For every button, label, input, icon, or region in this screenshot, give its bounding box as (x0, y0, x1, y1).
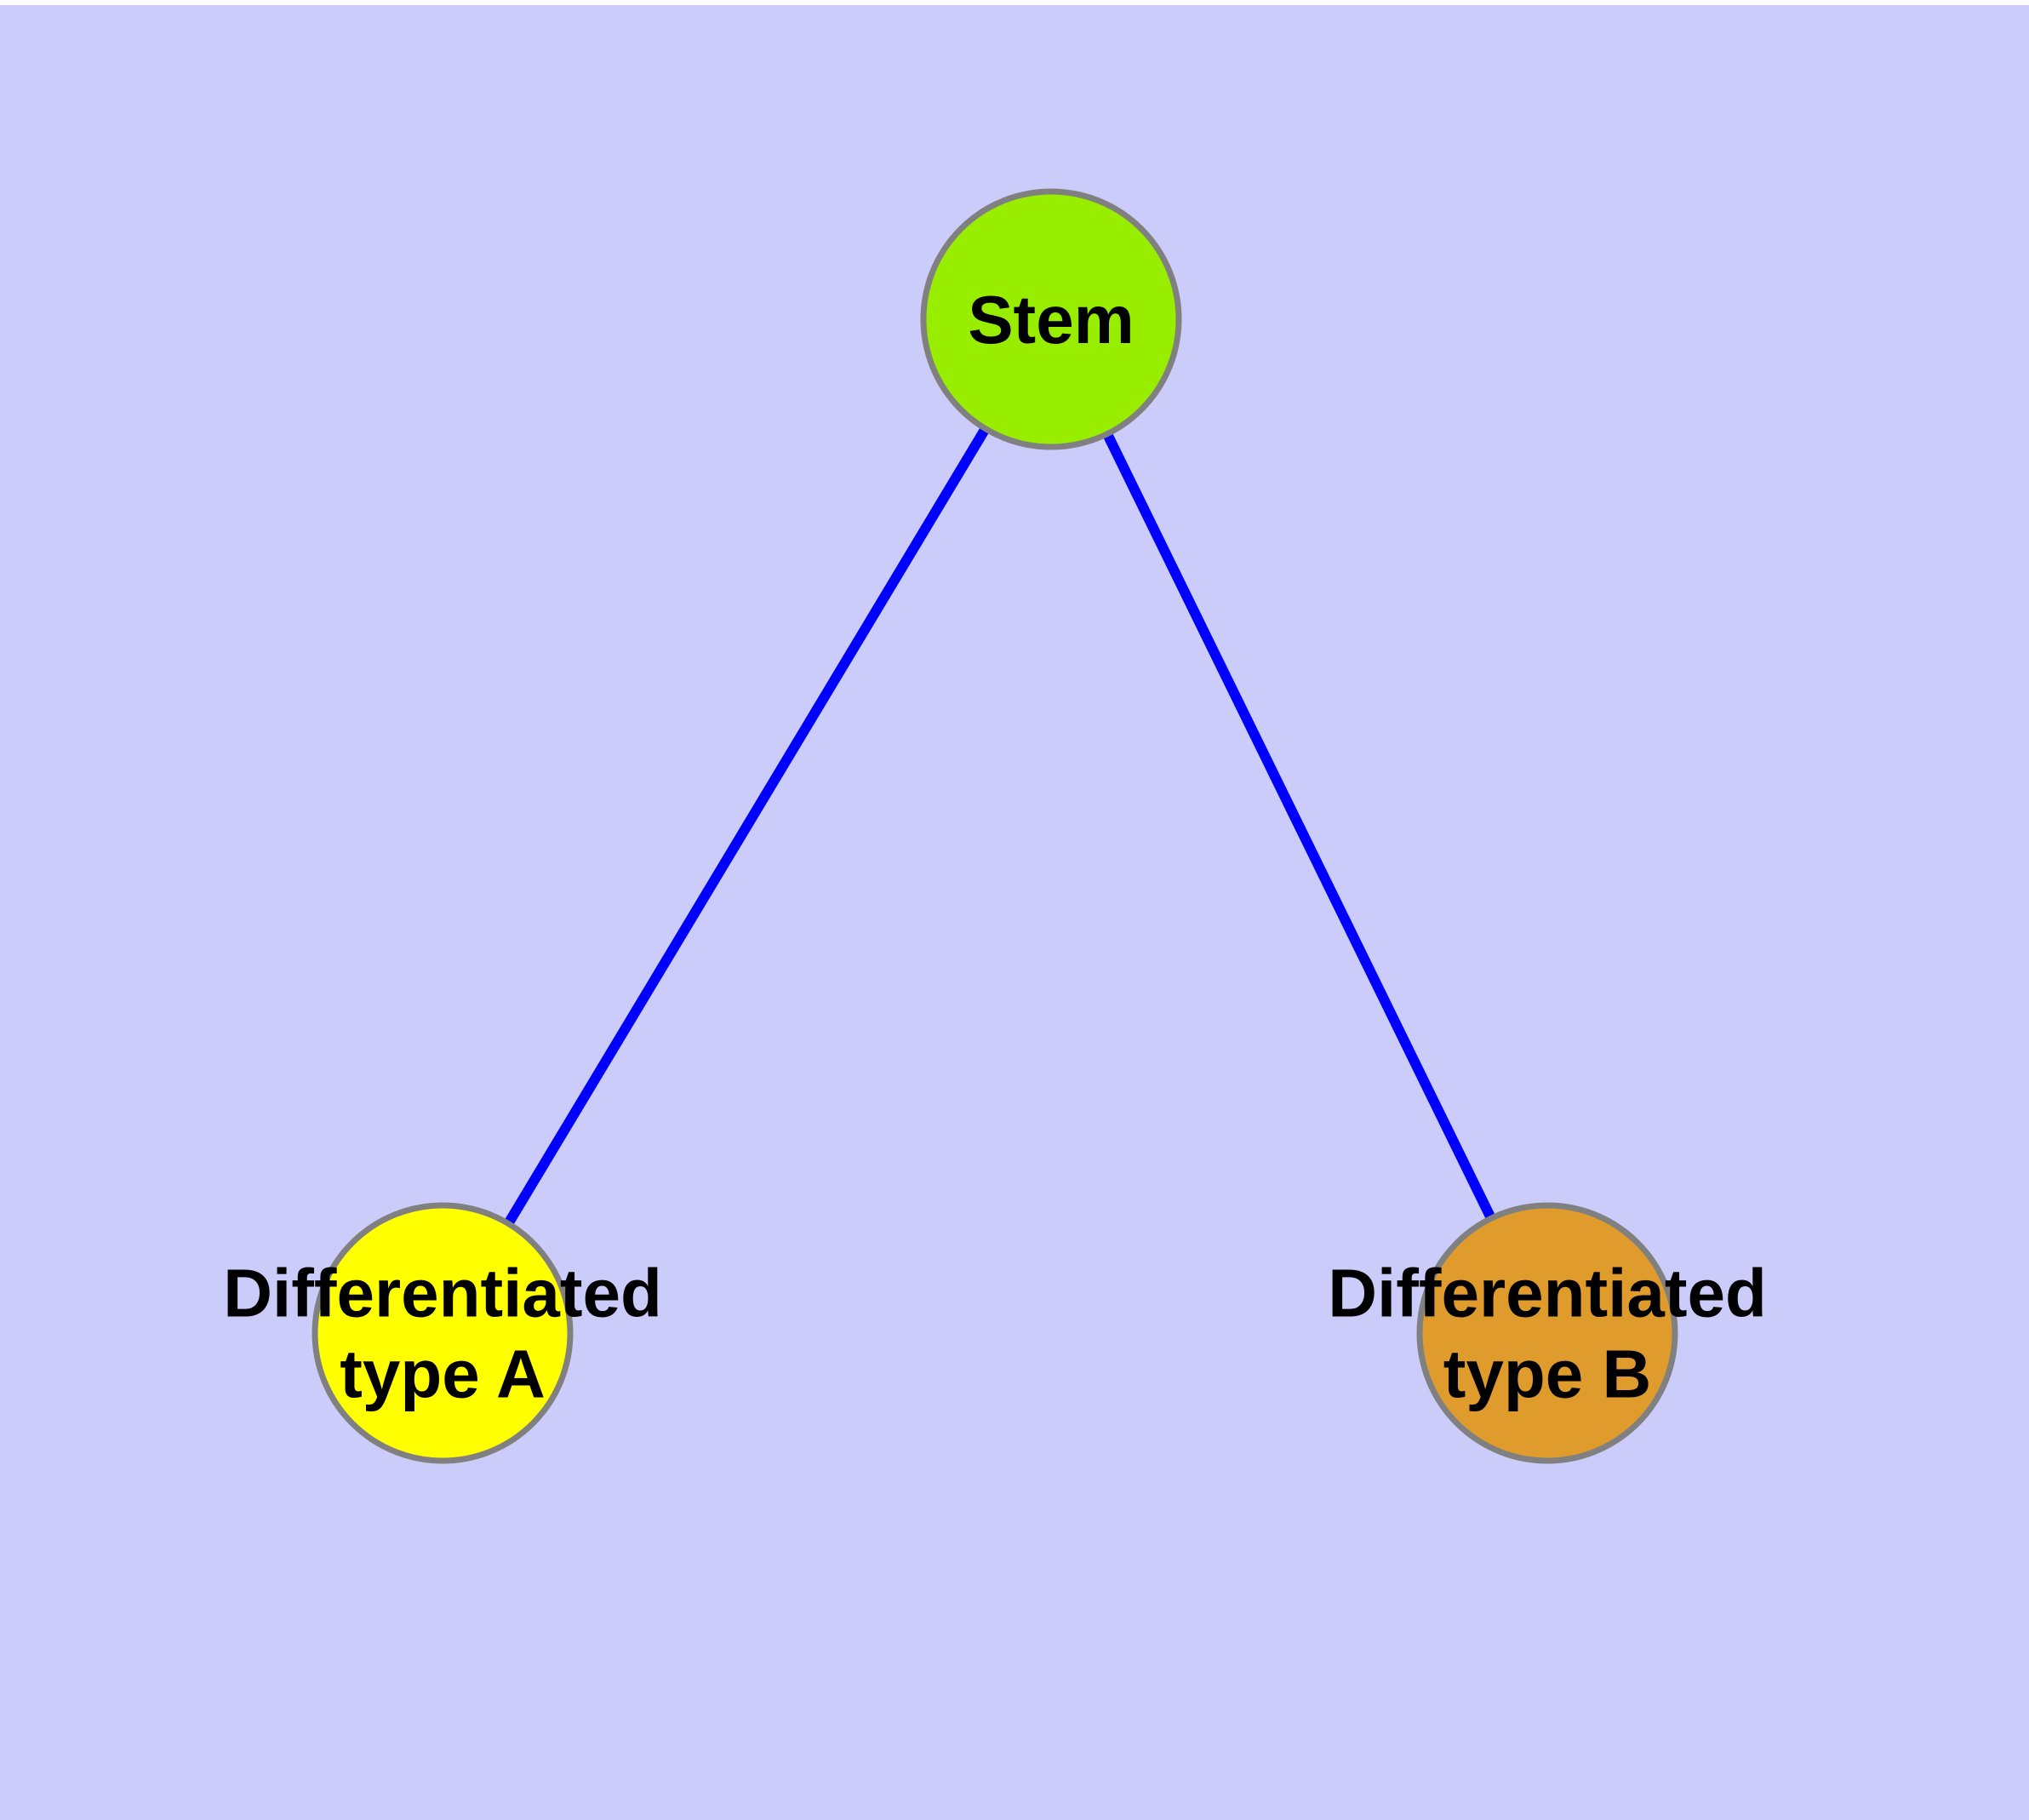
node-label-diff-b-line-1: Differentiated (1328, 1256, 1767, 1331)
edge-stem-diff-b[interactable] (1102, 432, 1496, 1221)
node-label-stem-line-1: Stem (968, 282, 1135, 358)
node-label-diff-a-line-2: type A (340, 1336, 546, 1412)
edge-layer (504, 426, 1496, 1227)
edge-stem-diff-a[interactable] (504, 426, 990, 1227)
node-label-diff-a-line-1: Differentiated (223, 1256, 662, 1331)
node-label-diff-b-line-2: type B (1443, 1336, 1652, 1412)
node-circle-diff-a[interactable] (311, 1202, 574, 1464)
node-circle-diff-b[interactable] (1416, 1202, 1678, 1464)
node-stem[interactable]: Stem (920, 188, 1182, 450)
node-circle-stem[interactable] (920, 188, 1182, 450)
